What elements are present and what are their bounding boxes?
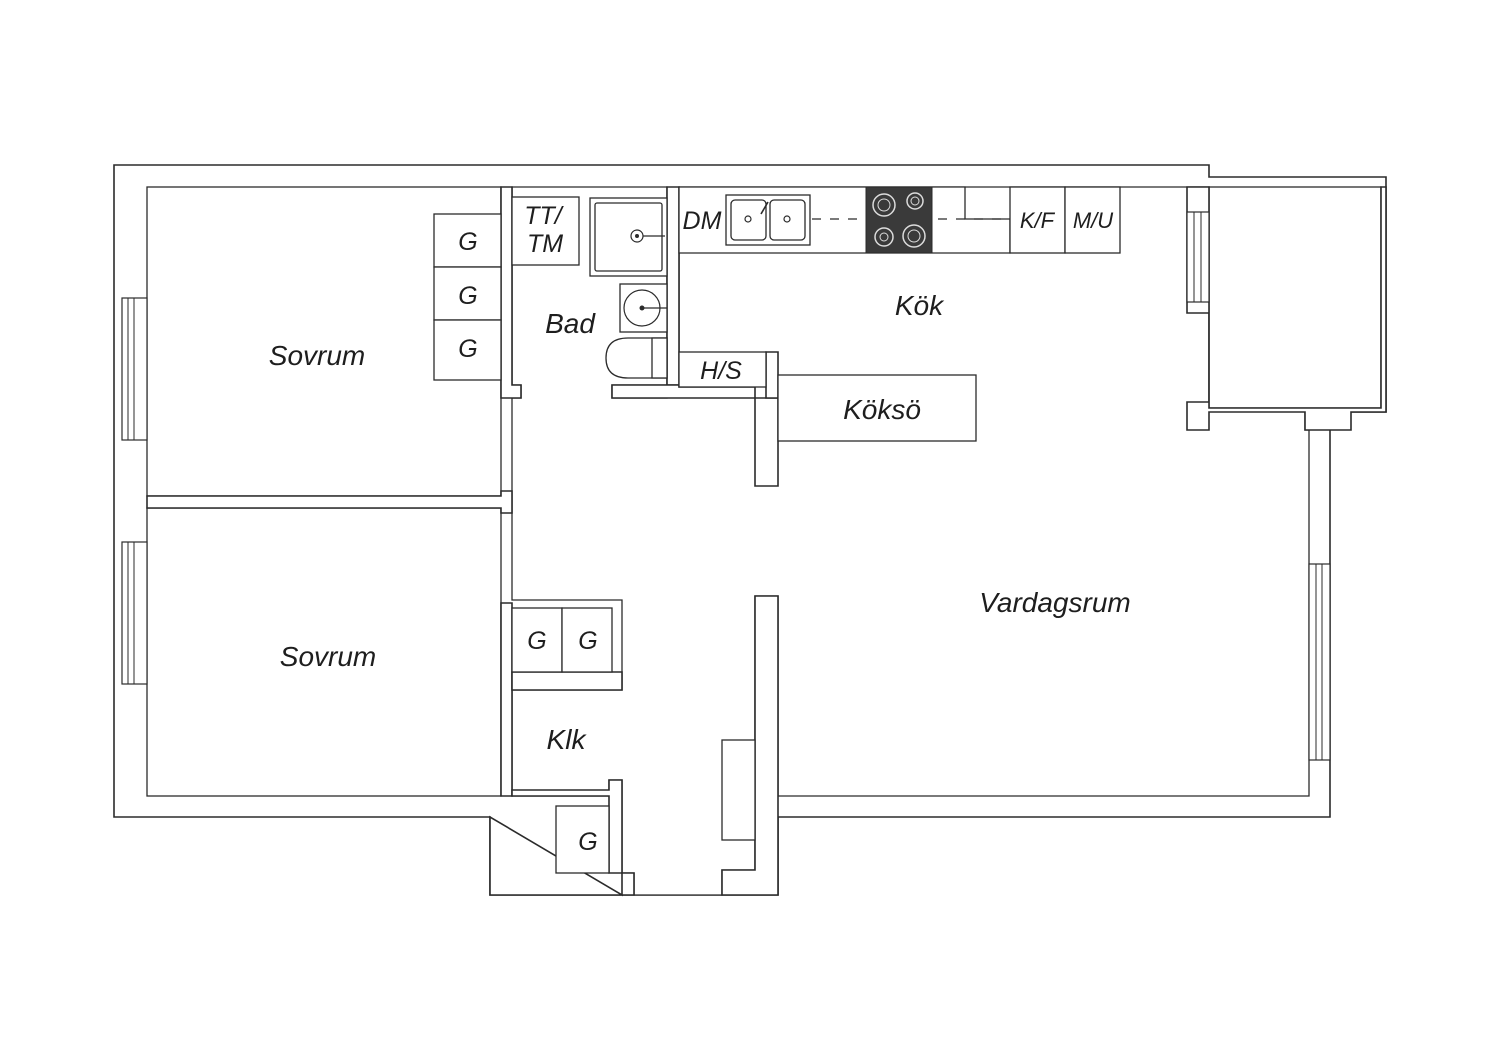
wardrobe-label: G: [527, 627, 546, 655]
hood-storage-cabinet: [678, 351, 767, 388]
internal-walls: [146, 186, 1387, 897]
bathroom-fixtures: [511, 196, 668, 379]
sovrum-north-label: Sovrum: [269, 340, 365, 371]
wardrobe-label: G: [578, 627, 597, 655]
kok-label: Kök: [895, 290, 945, 321]
dishwasher-label: DM: [683, 207, 722, 235]
wardrobe-label: G: [578, 828, 597, 856]
fridge-freezer-label: K/F: [1020, 208, 1056, 233]
micro-oven: [1064, 186, 1121, 254]
kokso-label: Köksö: [843, 394, 921, 425]
labels: Sovrum Sovrum Bad Kök Köksö Vardagsrum K…: [269, 202, 1131, 856]
hood-storage-label: H/S: [700, 357, 742, 385]
window-balcony-door: [1186, 211, 1210, 303]
bad-label: Bad: [545, 308, 596, 339]
sovrum-south-room: [146, 507, 502, 797]
washer-label-line2: TM: [527, 230, 563, 258]
washer-dryer-cabinet: [511, 196, 580, 266]
sovrum-south-label: Sovrum: [280, 641, 376, 672]
klk-label: Klk: [547, 724, 588, 755]
vardagsrum-label: Vardagsrum: [979, 587, 1130, 618]
wardrobe-label: G: [458, 335, 477, 363]
wardrobes: [433, 213, 613, 874]
kitchen-island: [777, 374, 977, 442]
wardrobe-label: G: [458, 282, 477, 310]
windows: [121, 211, 1331, 761]
wardrobe-label: G: [458, 228, 477, 256]
fridge-freezer: [1009, 186, 1066, 254]
window-east: [1308, 563, 1331, 761]
washer-label-line1: TT/: [524, 202, 565, 230]
micro-oven-label: M/U: [1073, 208, 1113, 233]
balcony: [1208, 186, 1382, 409]
kitchen-fixtures: [678, 186, 1121, 442]
